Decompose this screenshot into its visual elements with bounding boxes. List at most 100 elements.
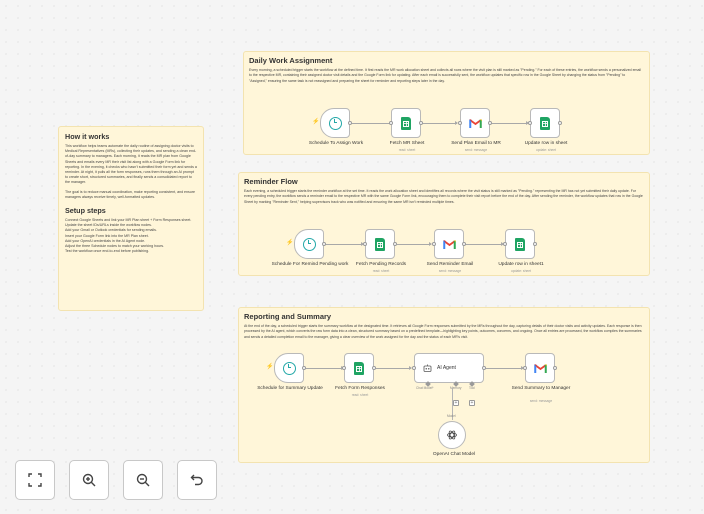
- setup-step: Connect Google Sheets and link your MR P…: [65, 218, 192, 223]
- edge: [325, 242, 364, 246]
- output-handle[interactable]: [302, 366, 306, 370]
- input-handle[interactable]: [523, 366, 527, 370]
- gmail-icon: [533, 364, 547, 373]
- fetch-pending-node[interactable]: Fetch Pending Records read: sheet: [356, 229, 406, 273]
- node-label: Send Plan Email to MR: [451, 141, 501, 146]
- undo-button[interactable]: [177, 460, 217, 500]
- input-handle[interactable]: [458, 121, 462, 125]
- output-handle[interactable]: [393, 242, 397, 246]
- input-handle[interactable]: [363, 242, 367, 246]
- setup-step: Update the sheet IDs/URLs inside the wor…: [65, 223, 152, 228]
- send-reminder-node[interactable]: Send Reminder Email send: message: [427, 229, 473, 273]
- input-handle[interactable]: [389, 121, 393, 125]
- input-handle[interactable]: [528, 121, 532, 125]
- output-handle[interactable]: [533, 242, 537, 246]
- node-sublabel: read: sheet: [398, 148, 416, 152]
- fetch-mr-sheet-node[interactable]: Fetch MR Sheet read: sheet: [389, 108, 424, 152]
- output-handle[interactable]: [322, 242, 326, 246]
- how-it-works-note[interactable]: How it works This workflow helps teams a…: [58, 126, 204, 311]
- google-sheets-icon: [401, 116, 411, 130]
- input-handle[interactable]: [503, 242, 507, 246]
- trigger-bolt-icon: ⚡: [266, 364, 274, 370]
- output-handle[interactable]: [488, 121, 492, 125]
- gmail-icon: [442, 240, 456, 249]
- clock-icon: [282, 361, 296, 375]
- reporting-desc: At the end of the day, a scheduled trigg…: [244, 324, 642, 339]
- node-label: Fetch MR Sheet: [389, 141, 425, 146]
- edge: [375, 366, 412, 370]
- google-sheets-icon: [375, 237, 385, 251]
- node-label: Update row in sheet1: [498, 262, 544, 267]
- schedule-assign-node[interactable]: ⚡ Schedule To Assign Work: [309, 108, 363, 146]
- output-handle[interactable]: [558, 121, 562, 125]
- daily-work-section[interactable]: Daily Work Assignment Every morning, a s…: [243, 51, 650, 155]
- zoom-out-button[interactable]: [123, 460, 163, 500]
- reporting-title: Reporting and Summary: [244, 312, 332, 321]
- openai-icon: [447, 430, 457, 440]
- node-sublabel: read: sheet: [351, 393, 369, 397]
- node-label: Fetch Pending Records: [355, 262, 407, 267]
- zoom-out-icon: [136, 473, 150, 487]
- node-label: OpenAI Chat Model: [432, 452, 476, 457]
- clock-icon: [328, 116, 342, 130]
- input-handle[interactable]: [432, 242, 436, 246]
- robot-icon: [423, 364, 432, 372]
- update-row-node[interactable]: Update row in sheet update: sheet: [525, 108, 567, 152]
- node-sublabel: update: sheet: [511, 269, 531, 273]
- setup-step: Add your Gmail or Outlook credentials fo…: [65, 228, 157, 233]
- clock-icon: [302, 237, 316, 251]
- how-it-works-body: This workflow helps teams automate the d…: [65, 144, 197, 185]
- output-handle[interactable]: [348, 121, 352, 125]
- ai-agent-label: AI Agent: [437, 365, 456, 371]
- fetch-form-responses-node[interactable]: Fetch Form Responses read: sheet: [335, 353, 385, 397]
- tool-port-label: Tool: [469, 386, 475, 390]
- google-sheets-icon: [354, 361, 364, 375]
- how-it-works-title: How it works: [65, 132, 110, 141]
- reminder-flow-section[interactable]: Reminder Flow Each evening, a scheduled …: [238, 172, 650, 276]
- node-label: Send Summary to Manager: [511, 386, 571, 391]
- send-summary-node[interactable]: Send Summary to Manager send: message: [512, 353, 570, 403]
- daily-work-desc: Every morning, a scheduled trigger start…: [249, 68, 641, 83]
- daily-work-title: Daily Work Assignment: [249, 56, 333, 65]
- trigger-bolt-icon: ⚡: [286, 240, 294, 246]
- setup-step: Add your OpenAI credentials in the AI Ag…: [65, 238, 146, 243]
- undo-icon: [190, 474, 203, 486]
- node-sublabel: send: message: [529, 399, 553, 403]
- edge: [485, 366, 524, 370]
- output-handle[interactable]: [419, 121, 423, 125]
- input-handle[interactable]: [412, 366, 416, 370]
- output-handle[interactable]: [462, 242, 466, 246]
- node-label: Schedule for Summary Update: [257, 386, 323, 391]
- input-handle[interactable]: [342, 366, 346, 370]
- zoom-in-button[interactable]: [69, 460, 109, 500]
- reporting-section[interactable]: Reporting and Summary At the end of the …: [238, 307, 650, 463]
- schedule-summary-node[interactable]: ⚡ Schedule for Summary Update: [257, 353, 323, 391]
- ai-agent-node[interactable]: AI Agent: [412, 353, 486, 383]
- output-handle[interactable]: [553, 366, 557, 370]
- reminder-flow-desc: Each evening, a scheduled trigger starts…: [244, 189, 643, 204]
- node-label: Send Reminder Email: [426, 262, 474, 267]
- add-memory-button[interactable]: +: [453, 400, 459, 406]
- edge: [491, 121, 529, 125]
- update-row1-node[interactable]: Update row in sheet1 update: sheet: [498, 229, 544, 273]
- output-handle[interactable]: [482, 366, 486, 370]
- node-sublabel: update: sheet: [536, 148, 556, 152]
- fit-view-button[interactable]: [15, 460, 55, 500]
- output-handle[interactable]: [372, 366, 376, 370]
- model-connector: [452, 388, 453, 420]
- node-sublabel: read: sheet: [372, 269, 390, 273]
- how-it-works-goal: The goal is to reduce manual coordinatio…: [65, 189, 196, 199]
- schedule-remind-node[interactable]: ⚡ Schedule For Remind Pending work: [272, 229, 348, 267]
- zoom-in-icon: [82, 473, 96, 487]
- node-label: Update row in sheet: [524, 141, 568, 146]
- openai-chat-model-node[interactable]: OpenAI Chat Model: [433, 421, 475, 457]
- setup-steps-title: Setup steps: [65, 206, 106, 216]
- node-sublabel: send: message: [464, 148, 488, 152]
- fit-view-icon: [28, 473, 42, 487]
- setup-step: Insert your Google Form link into the MR…: [65, 233, 149, 238]
- setup-step: Adjust the three Schedule nodes to match…: [65, 244, 165, 249]
- edge: [465, 242, 504, 246]
- add-tool-button[interactable]: +: [469, 400, 475, 406]
- chat-model-port-label: Chat Model*: [416, 386, 434, 390]
- send-plan-email-node[interactable]: Send Plan Email to MR send: message: [451, 108, 501, 152]
